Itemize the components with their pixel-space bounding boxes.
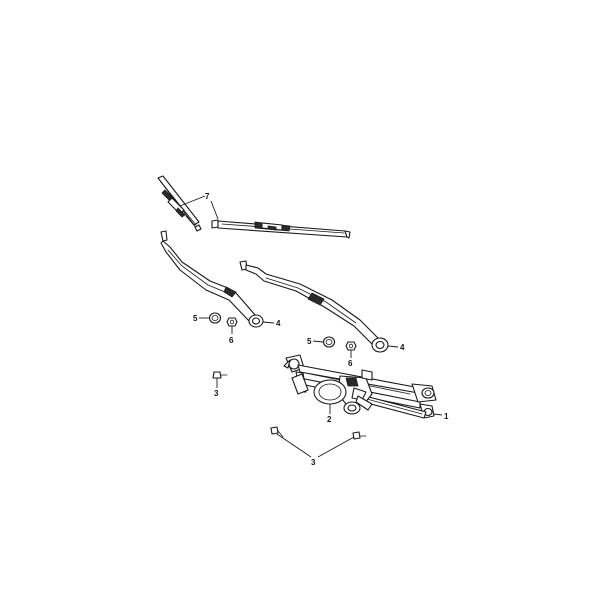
wiper-arm-right bbox=[239, 260, 389, 353]
cap-right bbox=[322, 336, 336, 348]
callout-3-lower: 3 bbox=[311, 458, 316, 467]
callout-6-right: 6 bbox=[348, 359, 353, 368]
wiper-arm-left bbox=[160, 230, 264, 328]
callout-4-right: 4 bbox=[400, 343, 405, 352]
wiper-blade-right bbox=[211, 219, 351, 239]
cap-left bbox=[208, 312, 222, 324]
wiper-blade-left bbox=[157, 175, 202, 232]
callout-5-right: 5 bbox=[307, 337, 312, 346]
callout-5-left: 5 bbox=[193, 314, 198, 323]
callout-3-left: 3 bbox=[214, 389, 219, 398]
callout-labels: 7 4 4 5 5 6 6 3 3 2 1 bbox=[193, 192, 449, 467]
callout-4-left: 4 bbox=[276, 319, 281, 328]
nut-right bbox=[345, 341, 357, 351]
nut-left bbox=[226, 317, 238, 327]
callout-2: 2 bbox=[327, 415, 332, 424]
bolt-lower-right bbox=[352, 431, 367, 440]
callout-1: 1 bbox=[444, 412, 449, 421]
wiper-linkage-assembly bbox=[283, 354, 437, 419]
leader-lines bbox=[179, 195, 443, 458]
bolt-lower-left bbox=[270, 426, 284, 438]
bolt-left bbox=[212, 371, 228, 379]
callout-6-left: 6 bbox=[229, 336, 234, 345]
callout-7: 7 bbox=[205, 192, 210, 201]
